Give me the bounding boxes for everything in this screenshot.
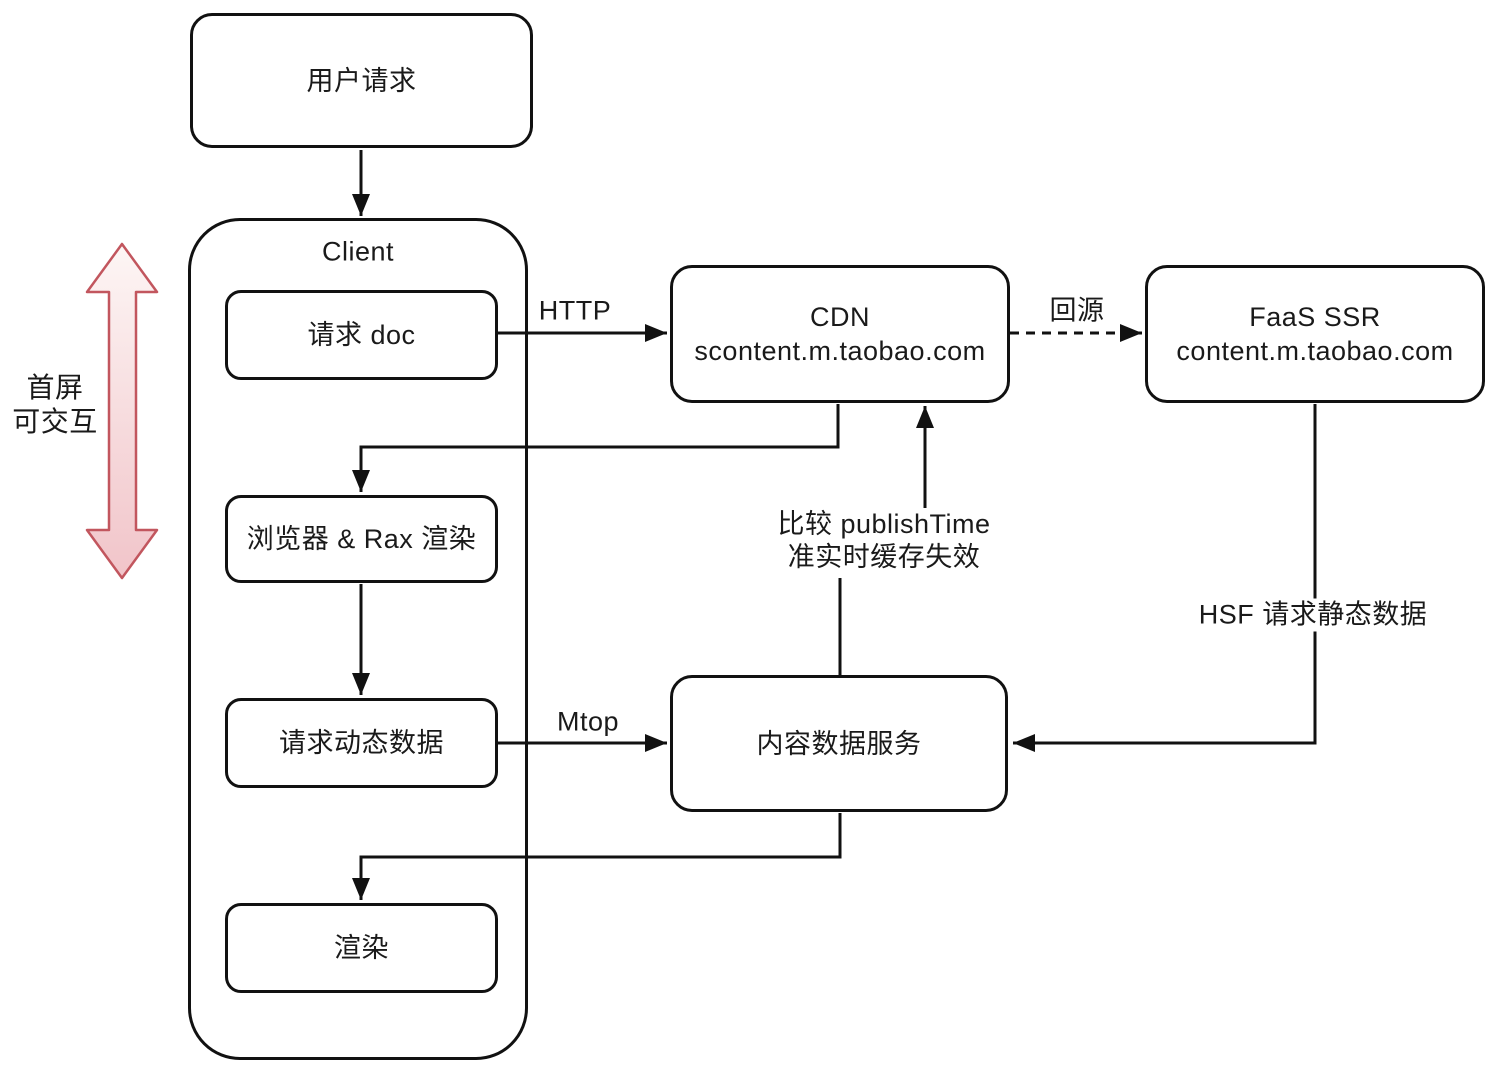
edge-content-service-to-render [352, 813, 842, 900]
client-container [188, 218, 528, 1060]
edge-label-publish-time: 比较 publishTime 准实时缓存失效 [771, 508, 997, 574]
node-faas-ssr: FaaS SSR content.m.taobao.com [1145, 265, 1485, 403]
node-request-dynamic-data-label: 请求动态数据 [279, 728, 444, 758]
edge-label-http: HTTP [532, 294, 618, 328]
first-screen-annotation-line1: 首屏 [26, 372, 84, 403]
edge-label-origin-fetch: 回源 [1043, 294, 1111, 328]
node-cdn-domain: scontent.m.taobao.com [694, 336, 986, 366]
node-render: 渲染 [225, 903, 498, 993]
node-request-doc: 请求 doc [225, 290, 498, 380]
edge-faas-to-content-service [1013, 404, 1317, 752]
node-user-request-label: 用户请求 [306, 65, 417, 96]
node-content-data-service: 内容数据服务 [670, 675, 1008, 812]
node-request-doc-label: 请求 doc [307, 320, 416, 350]
edge-label-mtop: Mtop [550, 705, 626, 739]
node-content-data-service-label: 内容数据服务 [756, 728, 922, 759]
node-render-label: 渲染 [334, 933, 389, 963]
node-cdn: CDN scontent.m.taobao.com [670, 265, 1010, 403]
first-screen-annotation-line2: 可交互 [12, 406, 98, 437]
edge-label-hsf: HSF 请求静态数据 [1192, 598, 1434, 632]
node-faas-ssr-title: FaaS SSR [1249, 302, 1381, 332]
client-container-title: Client [321, 236, 395, 267]
edge-label-publish-time-line1: 比较 publishTime [777, 509, 991, 539]
node-request-dynamic-data: 请求动态数据 [225, 698, 498, 788]
node-user-request: 用户请求 [190, 13, 533, 148]
node-browser-rax-render: 浏览器 & Rax 渲染 [225, 495, 498, 583]
edge-cdn-to-browser-rax [352, 404, 840, 492]
node-faas-ssr-domain: content.m.taobao.com [1176, 336, 1454, 366]
node-cdn-title: CDN [810, 302, 870, 332]
node-browser-rax-render-label: 浏览器 & Rax 渲染 [246, 524, 477, 554]
first-screen-annotation: 首屏 可交互 [6, 371, 104, 439]
edge-label-publish-time-line2: 准实时缓存失效 [787, 542, 981, 572]
first-screen-range-arrow [85, 242, 159, 580]
